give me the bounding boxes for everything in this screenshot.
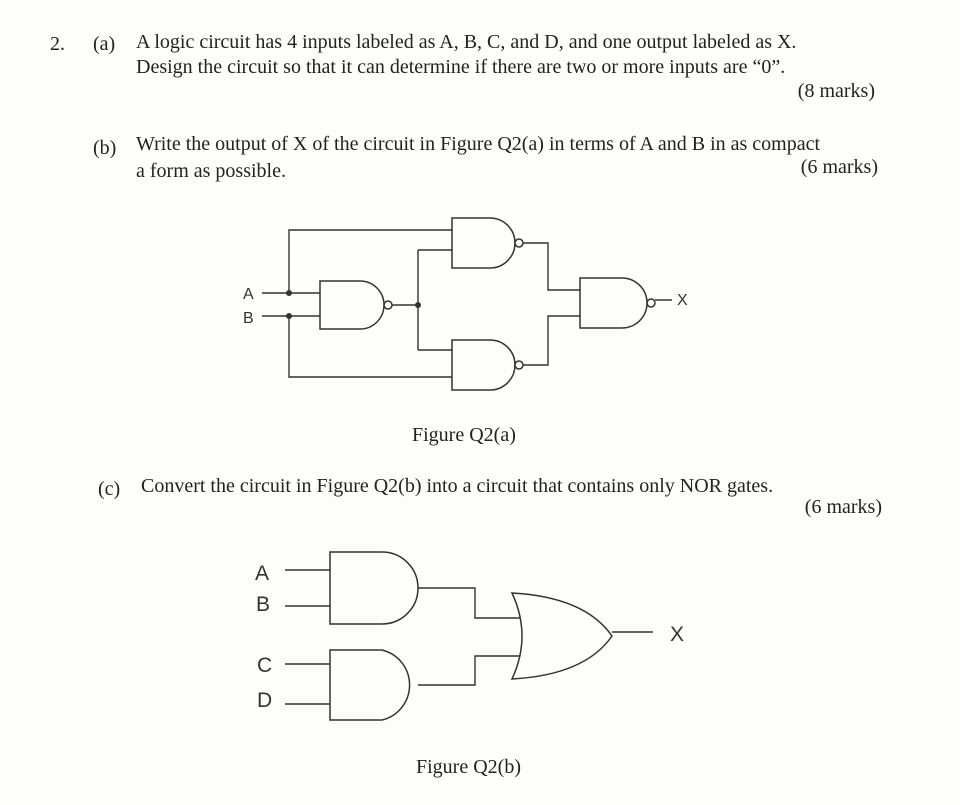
- part-b-label: (b): [93, 137, 117, 159]
- figure-a-input-a-label: A: [243, 286, 254, 303]
- and-gate-1: [329, 551, 419, 625]
- or-gate: [510, 592, 613, 680]
- inversion-bubble-3: [514, 360, 524, 370]
- and-gate-2: [329, 649, 411, 721]
- wire-and1-out: [418, 587, 520, 619]
- part-a-marks: (8 marks): [797, 80, 875, 102]
- figure-b-input-b-label: B: [256, 593, 270, 616]
- part-a-label: (a): [93, 33, 116, 55]
- part-b-marks: (6 marks): [800, 156, 878, 178]
- nand-gate-1: [319, 280, 385, 330]
- figure-a-circuit: A B X: [243, 217, 688, 391]
- figure-b-output-label: X: [670, 623, 684, 646]
- figure-b-input-c-label: C: [257, 654, 272, 677]
- figure-a-caption: Figure Q2(a): [412, 424, 516, 446]
- nand-gate-3: [451, 339, 516, 391]
- wire-a-branch: [288, 229, 452, 293]
- wire-b-branch: [288, 316, 452, 378]
- figure-b-circuit: A B C D X: [255, 551, 684, 721]
- wire-gate3-out: [523, 315, 580, 366]
- part-c-line1: Convert the circuit in Figure Q2(b) into…: [141, 475, 774, 497]
- figure-a-input-b-label: B: [243, 310, 254, 327]
- inversion-bubble-1: [383, 300, 393, 310]
- nand-gate-2: [451, 217, 516, 269]
- figure-a-output-label: X: [677, 292, 688, 309]
- part-a-line2: Design the circuit so that it can determ…: [136, 56, 786, 78]
- nand-gate-4: [579, 277, 648, 329]
- wire-and2-out: [418, 655, 520, 686]
- question-number: 2.: [50, 33, 65, 55]
- inversion-bubble-4: [646, 298, 656, 308]
- wire-gate2-out: [523, 242, 580, 291]
- part-b-line1: Write the output of X of the circuit in …: [136, 133, 821, 155]
- figure-b-input-d-label: D: [257, 689, 272, 712]
- figure-b-input-a-label: A: [255, 562, 269, 585]
- inversion-bubble-2: [514, 238, 524, 248]
- figure-b-caption: Figure Q2(b): [416, 756, 521, 778]
- part-a-line1: A logic circuit has 4 inputs labeled as …: [136, 31, 797, 53]
- part-b-line2: a form as possible.: [136, 160, 286, 182]
- part-c-marks: (6 marks): [804, 496, 882, 518]
- part-c-label: (c): [98, 478, 121, 500]
